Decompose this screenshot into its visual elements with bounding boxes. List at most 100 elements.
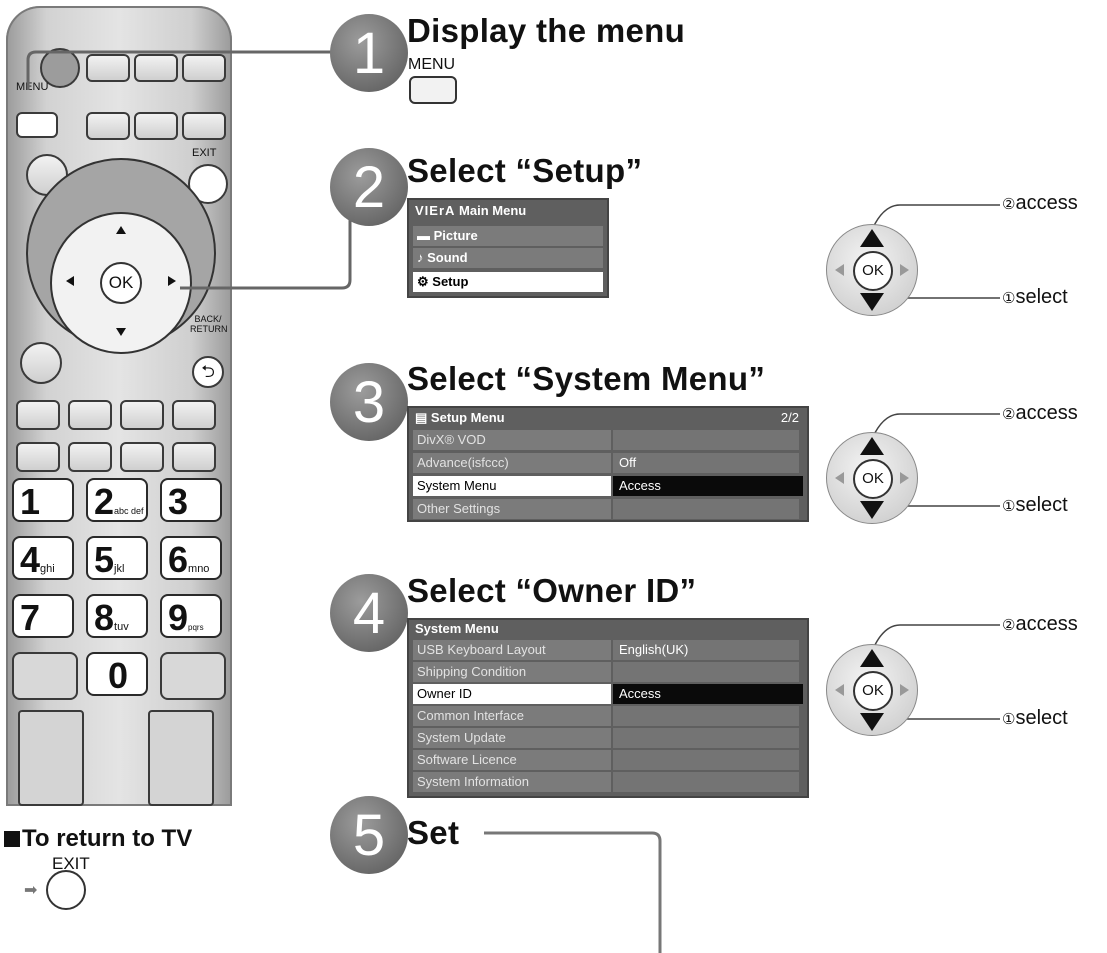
- key-2-letters: abc def: [114, 506, 144, 516]
- nav-pad-ok: OK: [853, 671, 893, 711]
- select-number: ①: [1002, 290, 1016, 307]
- main-menu-item-sound[interactable]: ♪ Sound: [413, 248, 603, 268]
- access-number: ②: [1002, 196, 1016, 213]
- row3-button-3[interactable]: [120, 400, 164, 430]
- setup-menu-row-advance-value: Off: [613, 453, 799, 473]
- back-return-button[interactable]: ⮌: [192, 356, 224, 388]
- nav-up-arrow-icon[interactable]: [116, 226, 126, 234]
- key-4[interactable]: 4ghi: [12, 536, 74, 580]
- menu-label: MENU: [16, 81, 49, 93]
- bottom-left-round-button[interactable]: [20, 342, 62, 384]
- row3-button-1[interactable]: [16, 400, 60, 430]
- step-4-title: Select “Owner ID”: [407, 572, 697, 609]
- row3-button-2[interactable]: [68, 400, 112, 430]
- top-left-round-button[interactable]: [40, 48, 80, 88]
- return-exit-button[interactable]: [46, 870, 86, 910]
- nav-pad-step-3: OK: [826, 432, 918, 524]
- nav-pad-left-arrow-icon: [835, 472, 844, 484]
- step-5-title: Set: [407, 814, 460, 851]
- key-5-letters: jkl: [114, 563, 125, 575]
- main-menu-header: VIErA Main Menu: [409, 200, 607, 222]
- key-1[interactable]: 1: [12, 478, 74, 522]
- nav-pad-down-arrow-icon: [860, 713, 884, 731]
- second-row-button-1[interactable]: [86, 112, 130, 140]
- menu-button[interactable]: [16, 112, 58, 138]
- access-text: access: [1015, 613, 1078, 635]
- nav-down-arrow-icon[interactable]: [116, 328, 126, 336]
- step-3-title: Select “System Menu”: [407, 360, 766, 397]
- exit-label-remote: EXIT: [192, 147, 217, 159]
- nav-pad-up-arrow-icon: [860, 437, 884, 455]
- system-menu-row-owner-id-value: Access: [613, 684, 803, 704]
- system-menu-row-owner-id-name: Owner ID: [413, 684, 611, 704]
- key-left-blank[interactable]: [12, 652, 78, 700]
- select-annotation-step-4: ①select: [1002, 707, 1068, 730]
- system-menu-row-system-information-value: [613, 772, 799, 792]
- setup-menu-header: ▤ Setup Menu 2/2: [409, 408, 807, 428]
- step-1-menu-button-icon: [409, 76, 457, 104]
- top-row-button-2[interactable]: [134, 54, 178, 82]
- step-1-menu-label: MENU: [408, 56, 456, 73]
- system-menu-row-shipping-value: [613, 662, 799, 682]
- key-6[interactable]: 6mno: [160, 536, 222, 580]
- setup-menu-page: 2/2: [780, 410, 799, 425]
- nav-pad-left-arrow-icon: [835, 684, 844, 696]
- key-8[interactable]: 8tuv: [86, 594, 148, 638]
- bottom-panel-left[interactable]: [18, 710, 84, 806]
- key-3[interactable]: 3: [160, 478, 222, 522]
- setup-menu-row-divx-name: DivX® VOD: [413, 430, 611, 450]
- viera-logo: VIErA: [415, 203, 456, 218]
- setup-menu-row-system-menu-value: Access: [613, 476, 803, 496]
- system-menu-row-usb-keyboard-name: USB Keyboard Layout: [413, 640, 611, 660]
- key-0-digit: 0: [108, 655, 129, 696]
- key-5[interactable]: 5jkl: [86, 536, 148, 580]
- nav-pad-step-2: OK: [826, 224, 918, 316]
- picture-icon: ▬: [417, 228, 430, 243]
- key-3-digit: 3: [168, 481, 189, 522]
- nav-right-arrow-icon[interactable]: [168, 276, 176, 286]
- select-text: select: [1015, 707, 1068, 729]
- row3-button-4[interactable]: [172, 400, 216, 430]
- key-8-digit: 8: [94, 597, 115, 638]
- access-text: access: [1015, 402, 1078, 424]
- system-menu-row-software-licence-name: Software Licence: [413, 750, 611, 770]
- second-row-button-2[interactable]: [134, 112, 178, 140]
- nav-pad-right-arrow-icon: [900, 264, 909, 276]
- ok-button-label: OK: [108, 273, 134, 292]
- key-2[interactable]: 2abc def: [86, 478, 148, 522]
- key-right-blank[interactable]: [160, 652, 226, 700]
- system-menu-row-shipping-name: Shipping Condition: [413, 662, 611, 682]
- main-menu-title: Main Menu: [459, 203, 527, 218]
- nav-pad-right-arrow-icon: [900, 684, 909, 696]
- key-7-digit: 7: [20, 597, 41, 638]
- key-8-letters: tuv: [114, 621, 129, 633]
- back-return-label: BACK/ RETURN: [190, 314, 228, 334]
- row4-button-2[interactable]: [68, 442, 112, 472]
- access-annotation-step-2: ②access: [1002, 192, 1078, 215]
- return-exit-label: EXIT: [52, 854, 90, 873]
- top-row-button-1[interactable]: [86, 54, 130, 82]
- return-arrow-icon: ⮌: [201, 362, 215, 381]
- row4-button-1[interactable]: [16, 442, 60, 472]
- main-menu-item-setup[interactable]: ⚙ Setup: [413, 272, 603, 292]
- return-square-icon: [4, 831, 20, 847]
- second-row-button-3[interactable]: [182, 112, 226, 140]
- ok-button[interactable]: OK: [100, 262, 142, 304]
- bottom-panel-right[interactable]: [148, 710, 214, 806]
- nav-left-arrow-icon[interactable]: [66, 276, 74, 286]
- access-annotation-step-3: ②access: [1002, 402, 1078, 425]
- row4-button-3[interactable]: [120, 442, 164, 472]
- main-menu-item-picture[interactable]: ▬ Picture: [413, 226, 603, 246]
- return-arrow-icon: ➡: [24, 882, 38, 899]
- setup-menu-row-other-settings-value: [613, 499, 799, 519]
- step-2-title: Select “Setup”: [407, 152, 643, 189]
- key-7[interactable]: 7: [12, 594, 74, 638]
- sound-icon: ♪: [417, 250, 424, 265]
- key-0[interactable]: 0: [86, 652, 148, 696]
- row4-button-4[interactable]: [172, 442, 216, 472]
- setup-menu-row-other-settings-name: Other Settings: [413, 499, 611, 519]
- remote-control: MENU EXIT OK BACK/ RETURN ⮌ 1 2abc def 3…: [6, 6, 232, 806]
- system-menu-row-common-interface-value: [613, 706, 799, 726]
- top-row-button-3[interactable]: [182, 54, 226, 82]
